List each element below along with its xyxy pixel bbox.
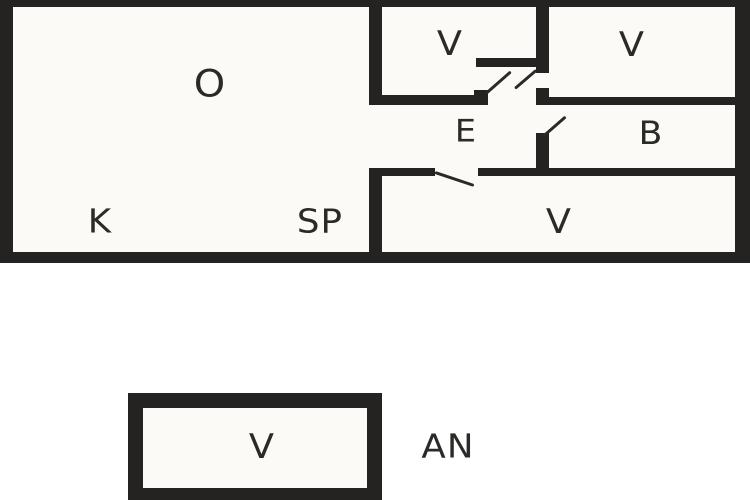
room-label: K	[87, 201, 113, 241]
wall-segment-2	[476, 58, 539, 67]
wall-segment-3	[474, 90, 488, 105]
room-label: B	[638, 114, 664, 152]
room-label: E	[454, 113, 478, 150]
annex-label: AN	[421, 426, 475, 466]
room-label: V	[436, 24, 464, 64]
floor-area-1	[143, 408, 367, 488]
room-label: V	[618, 25, 646, 65]
wall-segment-4	[536, 0, 549, 73]
wall-segment-10	[369, 168, 382, 256]
room-label: O	[193, 62, 227, 106]
wall-segment-8	[369, 168, 435, 176]
wall-segment-9	[478, 168, 735, 176]
room-label: V	[248, 427, 276, 467]
room-label: SP	[296, 201, 344, 241]
wall-segment-0	[369, 0, 382, 105]
room-label: V	[545, 202, 573, 242]
wall-segment-7	[536, 133, 549, 176]
wall-segment-6	[536, 97, 735, 105]
wall-segment-1	[369, 95, 486, 105]
